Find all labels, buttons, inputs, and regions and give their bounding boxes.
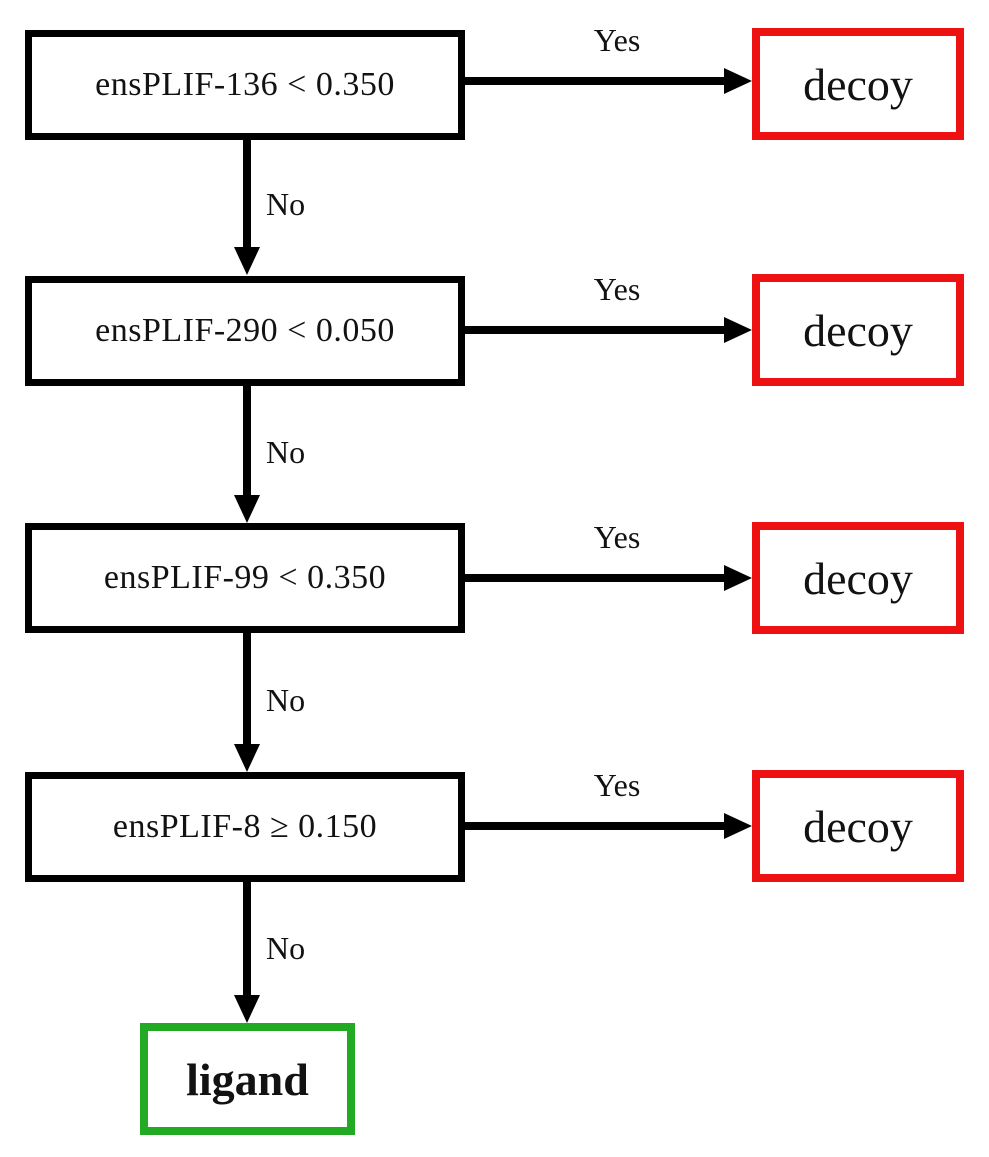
outcome-decoy-3-label: decoy xyxy=(803,552,913,604)
decision-node-1-label: ensPLIF-136 < 0.350 xyxy=(95,66,395,103)
yes-edge-label-4: Yes xyxy=(593,767,641,803)
outcome-node-ligand: ligand xyxy=(140,1023,355,1135)
decision-node-2: ensPLIF-290 < 0.050 xyxy=(25,276,465,386)
decision-node-1: ensPLIF-136 < 0.350 xyxy=(25,30,465,140)
outcome-decoy-1-label: decoy xyxy=(803,58,913,110)
no-edge-label-1: No xyxy=(266,186,306,222)
decision-node-4: ensPLIF-8 ≥ 0.150 xyxy=(25,772,465,882)
outcome-ligand-label: ligand xyxy=(186,1053,309,1105)
yes-arrow-3 xyxy=(465,565,752,591)
yes-arrow-1 xyxy=(465,68,752,94)
no-edge-label-4: No xyxy=(266,930,306,966)
no-arrow-2 xyxy=(234,386,260,523)
no-arrow-3 xyxy=(234,633,260,772)
outcome-node-decoy-2: decoy xyxy=(752,274,964,386)
no-arrow-4 xyxy=(234,882,260,1023)
decision-node-3-label: ensPLIF-99 < 0.350 xyxy=(103,559,387,596)
outcome-decoy-4-label: decoy xyxy=(803,800,913,852)
outcome-node-decoy-3: decoy xyxy=(752,522,964,634)
yes-edge-label-1: Yes xyxy=(593,22,641,58)
yes-arrow-4 xyxy=(465,813,752,839)
decision-node-3: ensPLIF-99 < 0.350 xyxy=(25,523,465,633)
outcome-node-decoy-1: decoy xyxy=(752,28,964,140)
outcome-node-decoy-4: decoy xyxy=(752,770,964,882)
yes-edge-label-3: Yes xyxy=(593,519,641,555)
yes-arrow-2 xyxy=(465,317,752,343)
decision-node-4-label: ensPLIF-8 ≥ 0.150 xyxy=(112,808,378,845)
decision-node-2-label: ensPLIF-290 < 0.050 xyxy=(95,312,395,349)
outcome-decoy-2-label: decoy xyxy=(803,304,913,356)
no-arrow-1 xyxy=(234,137,260,275)
no-edge-label-3: No xyxy=(266,682,306,718)
no-edge-label-2: No xyxy=(266,434,306,470)
yes-edge-label-2: Yes xyxy=(593,271,641,307)
